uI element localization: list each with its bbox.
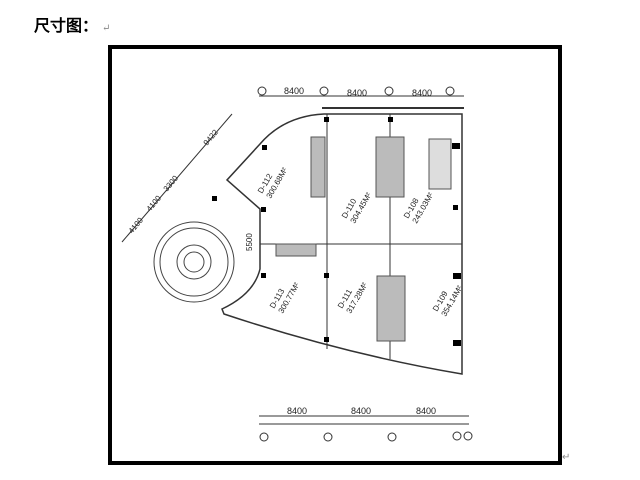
bottom-dim-1: 8400 <box>287 406 307 416</box>
bottom-dim-2: 8400 <box>351 406 371 416</box>
return-mark: ↵ <box>102 23 111 34</box>
floor-plan: 8400 8400 8400 9422 3300 4100 4100 5500 … <box>121 86 473 442</box>
end-return-mark: ↵ <box>562 452 571 463</box>
bottom-dim-3: 8400 <box>416 406 436 416</box>
top-dim-3: 8400 <box>412 88 432 98</box>
floor-plan-frame: 8400 8400 8400 9422 3300 4100 4100 5500 … <box>108 45 562 465</box>
grid-bubbles-top <box>257 86 455 96</box>
heading-title: 尺寸图： <box>34 16 99 35</box>
top-dim-1: 8400 <box>284 86 304 96</box>
side-dim: 5500 <box>245 233 254 251</box>
top-dim-2: 8400 <box>347 88 367 98</box>
heading: 尺寸图：↵ <box>34 12 110 36</box>
spiral-stair <box>153 221 235 303</box>
diag-dim-3300: 3300 <box>162 173 181 193</box>
